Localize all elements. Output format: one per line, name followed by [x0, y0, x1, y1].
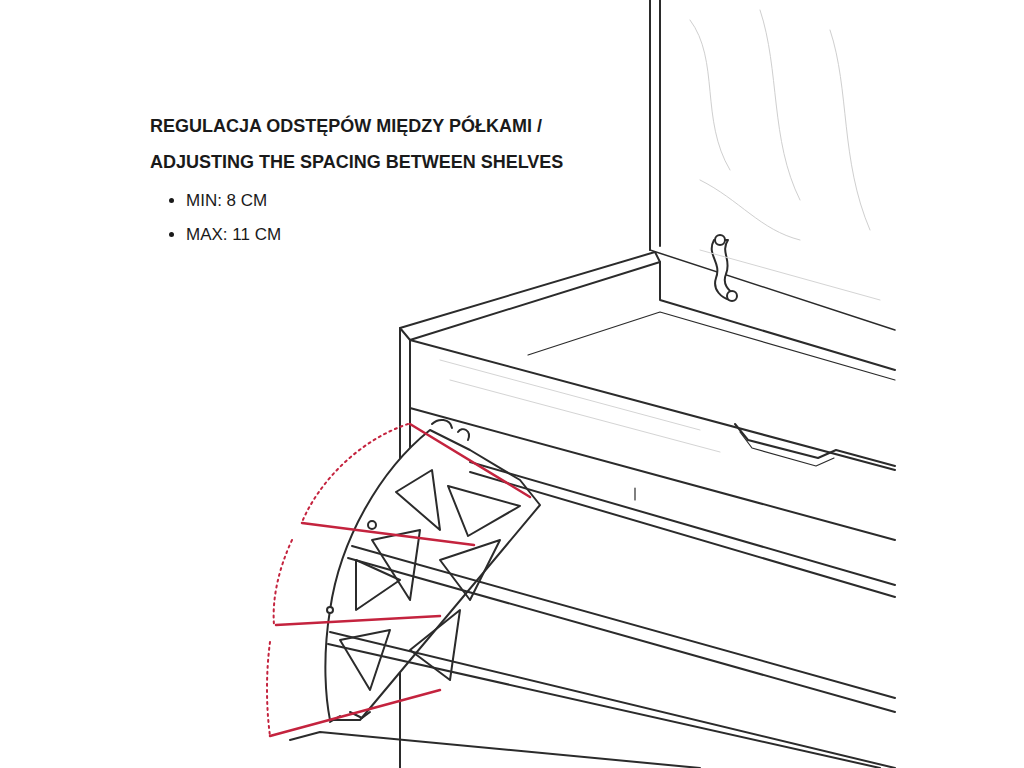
spec-item: MIN: 8 CM [186, 184, 630, 218]
text-panel: REGULACJA ODSTĘPÓW MIĘDZY PÓŁKAMI / ADJU… [150, 108, 630, 252]
spec-list: MIN: 8 CMMAX: 11 CM [150, 184, 630, 252]
heading: REGULACJA ODSTĘPÓW MIĘDZY PÓŁKAMI / ADJU… [150, 108, 630, 180]
spec-item: MAX: 11 CM [186, 218, 630, 252]
